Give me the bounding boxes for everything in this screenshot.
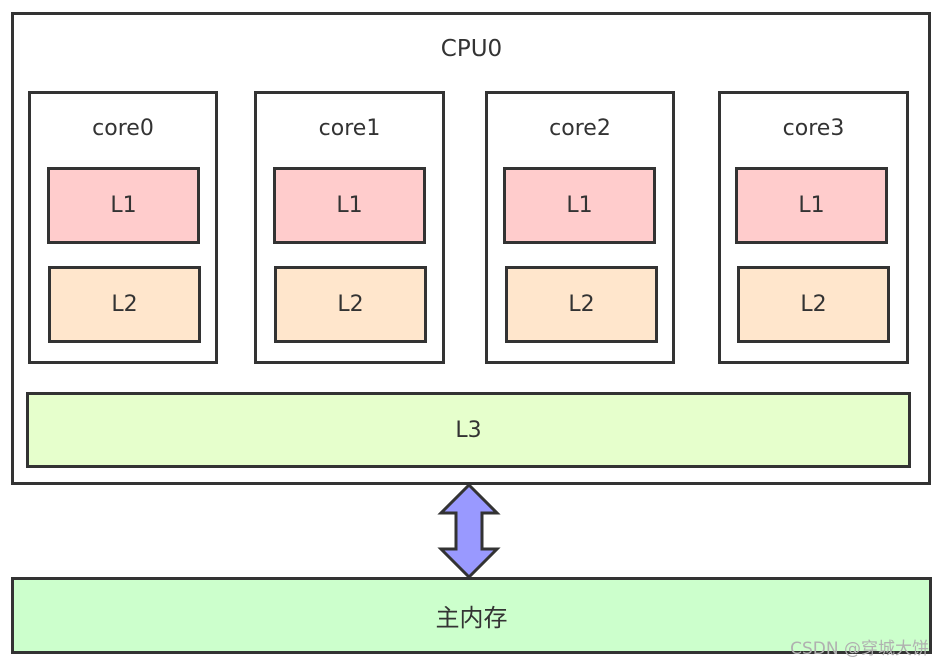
- watermark: CSDN @穿城大饼: [790, 639, 929, 659]
- cpu-title: CPU0: [440, 36, 503, 62]
- l1-cache-core2: L1: [503, 167, 656, 244]
- core-title-1: core1: [318, 116, 381, 141]
- core-title-2: core2: [549, 116, 611, 141]
- core-box-3: core3: [718, 91, 909, 364]
- core-title-3: core3: [782, 116, 845, 141]
- l2-cache-core1: L2: [274, 266, 427, 343]
- core-title-0: core0: [92, 116, 154, 141]
- core-box-0: core0: [28, 91, 218, 364]
- core-box-2: core2: [485, 91, 675, 364]
- cpu-container: [11, 12, 931, 485]
- l2-cache-core2: L2: [505, 266, 658, 343]
- main-memory: 主内存: [11, 577, 932, 654]
- double-vertical-arrow-icon: [437, 483, 501, 579]
- l1-cache-core1: L1: [273, 167, 426, 244]
- core-box-1: core1: [254, 91, 445, 364]
- l2-cache-core0: L2: [48, 266, 201, 343]
- l1-cache-core0: L1: [47, 167, 200, 244]
- l1-cache-core3: L1: [735, 167, 888, 244]
- l2-cache-core3: L2: [737, 266, 890, 343]
- l3-cache: L3: [26, 392, 911, 468]
